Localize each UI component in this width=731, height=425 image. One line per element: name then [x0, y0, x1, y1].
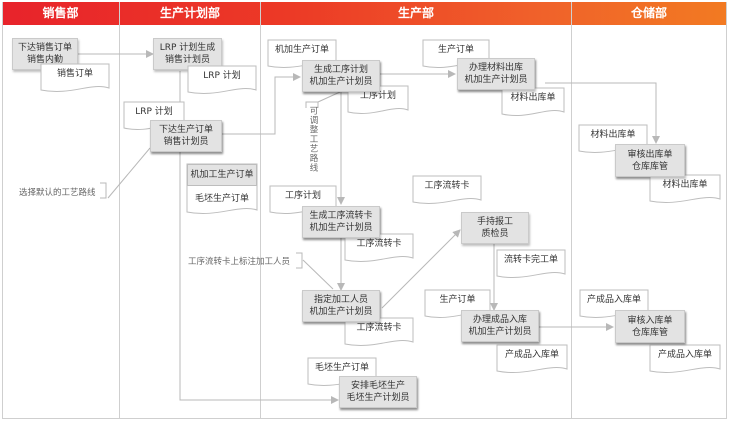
process-title: 办理成品入库 — [472, 315, 527, 325]
document-label: 销售订单 — [56, 69, 93, 79]
connector-release-to-process-plan — [222, 73, 301, 135]
document-operation-plan[interactable]: 工序计划 — [347, 85, 409, 114]
document-card-completion-note[interactable]: 流转卡完工单 — [496, 249, 566, 278]
document-label: LRP 计划 — [203, 71, 241, 81]
process-role: 机加生产计划员 — [309, 307, 373, 317]
process-role: 毛坯生产计划员 — [346, 393, 410, 403]
process-title: 安排毛坯生产 — [350, 381, 405, 391]
document-label: 机加工生产订单 — [190, 170, 254, 180]
process-lrp-generate[interactable]: LRP 计划生成 销售计划员 — [153, 38, 222, 70]
document-label: 工序流转卡 — [356, 323, 402, 333]
document-label: 工序计划 — [284, 191, 321, 201]
process-role: 销售计划员 — [164, 55, 210, 65]
document-label: LRP 计划 — [135, 107, 173, 117]
annotation-bracket-a2 — [305, 101, 319, 108]
process-title: LRP 计划生成 — [159, 43, 216, 53]
document-routing-card-assigned[interactable]: 工序流转卡 — [344, 317, 414, 346]
process-release-production-order-front[interactable]: 下达生产订单 销售计划员 — [150, 120, 222, 152]
lane-border-left — [2, 2, 3, 419]
process-arrange-blank-production-front[interactable]: 安排毛坯生产 毛坯生产计划员 — [339, 376, 417, 408]
annotation-leader-a2 — [317, 91, 341, 103]
document-label: 流转卡完工单 — [503, 255, 558, 265]
document-label: 工序流转卡 — [424, 181, 470, 191]
document-label: 材料出库单 — [662, 180, 708, 190]
document-routing-card[interactable]: 工序流转卡 — [344, 233, 414, 262]
process-role: 销售内勤 — [26, 55, 63, 65]
annotation-leader-a1 — [107, 147, 151, 199]
lane-title-planning: 生产计划部 — [159, 6, 220, 20]
annotation-bracket-a3 — [296, 252, 303, 269]
lane-divider-production-warehouse — [571, 2, 572, 419]
lane-divider-planning-production — [260, 2, 261, 419]
document-label: 工序流转卡 — [356, 239, 402, 249]
process-title: 审核入库单 — [627, 315, 673, 326]
connector-material-to-audit — [545, 82, 660, 144]
process-role: 销售计划员 — [163, 137, 209, 147]
process-title: 办理材料出库 — [468, 63, 523, 73]
process-audit-receipt-note-front[interactable]: 审核入库单 仓库库管 — [615, 310, 685, 343]
document-label: 生产订单 — [437, 45, 474, 55]
process-assign-operators-front[interactable]: 指定加工人员 机加生产计划员 — [302, 290, 380, 322]
process-finished-goods-receipt-front[interactable]: 办理成品入库 机加生产计划员 — [461, 310, 539, 342]
process-role: 仓库库管 — [631, 161, 668, 172]
document-sales-order[interactable]: 销售订单 — [40, 63, 110, 92]
document-label: 材料出库单 — [590, 130, 636, 140]
process-title: 下达销售订单 — [17, 43, 72, 53]
document-routing-card-report[interactable]: 工序流转卡 — [412, 175, 482, 204]
process-handheld-report[interactable]: 手持报工 质检员 — [461, 212, 529, 244]
lane-divider-sales-planning — [119, 2, 120, 419]
process-role: 机加生产计划员 — [468, 327, 532, 337]
lane-border-right — [726, 2, 727, 419]
process-title: 指定加工人员 — [313, 295, 368, 305]
process-title: 审核出库单 — [627, 149, 673, 160]
document-finished-goods-note[interactable]: 产成品入库单 — [496, 344, 568, 373]
lane-title-sales: 销售部 — [42, 6, 79, 20]
process-title: 下达生产订单 — [158, 125, 213, 135]
document-label: 材料出库单 — [510, 93, 556, 103]
process-generate-operation-plan-front[interactable]: 生成工序计划 机加生产计划员 — [302, 60, 380, 92]
process-audit-issue-note-front[interactable]: 审核出库单 仓库库管 — [615, 144, 685, 177]
lane-title-warehouse: 仓储部 — [630, 6, 667, 20]
process-title: 生成工序流转卡 — [309, 211, 373, 221]
document-label: 机加生产订单 — [274, 45, 329, 55]
document-material-issue-note[interactable]: 材料出库单 — [501, 87, 565, 116]
annotation-adjustable-routing: 可调整工艺路线 — [308, 106, 318, 173]
document-label: 产成品入库单 — [657, 350, 712, 360]
document-label: 产成品入库单 — [586, 295, 641, 305]
process-role: 机加生产计划员 — [309, 77, 373, 87]
lane-title-production: 生产部 — [397, 6, 434, 20]
swimlane-header — [2, 2, 726, 25]
connector-plan-to-blank — [179, 150, 339, 404]
document-material-issue-note-out[interactable]: 材料出库单 — [649, 174, 721, 203]
document-machining-order-stack[interactable]: 机加工生产订单 毛坯生产订单 — [186, 163, 258, 214]
document-label: 毛坯生产订单 — [194, 194, 249, 204]
connector-assign-to-report — [381, 229, 461, 309]
annotation-default-routing: 选择默认的工艺路线 — [19, 188, 96, 198]
document-lrp-plan[interactable]: LRP 计划 — [187, 65, 257, 94]
annotation-bracket-a1 — [100, 182, 107, 199]
process-title: 生成工序计划 — [313, 65, 368, 75]
document-label: 工序计划 — [359, 91, 396, 101]
process-title: 手持报工 — [476, 217, 513, 227]
document-label: 生产订单 — [439, 295, 476, 305]
process-role: 仓库库管 — [631, 327, 668, 338]
annotation-leader-a3 — [302, 259, 334, 290]
process-material-issue-front[interactable]: 办理材料出库 机加生产计划员 — [457, 58, 535, 90]
process-generate-routing-card-front[interactable]: 生成工序流转卡 机加生产计划员 — [302, 206, 380, 238]
lane-border-bottom — [2, 418, 726, 419]
annotation-mark-operators: 工序流转卡上标注加工人员 — [188, 257, 291, 267]
process-role: 机加生产计划员 — [464, 75, 528, 85]
document-label: 毛坯生产订单 — [314, 363, 369, 373]
document-finished-goods-note-out[interactable]: 产成品入库单 — [649, 344, 721, 373]
process-role: 质检员 — [481, 229, 509, 239]
document-label: 产成品入库单 — [504, 350, 559, 360]
process-role: 机加生产计划员 — [309, 223, 373, 233]
